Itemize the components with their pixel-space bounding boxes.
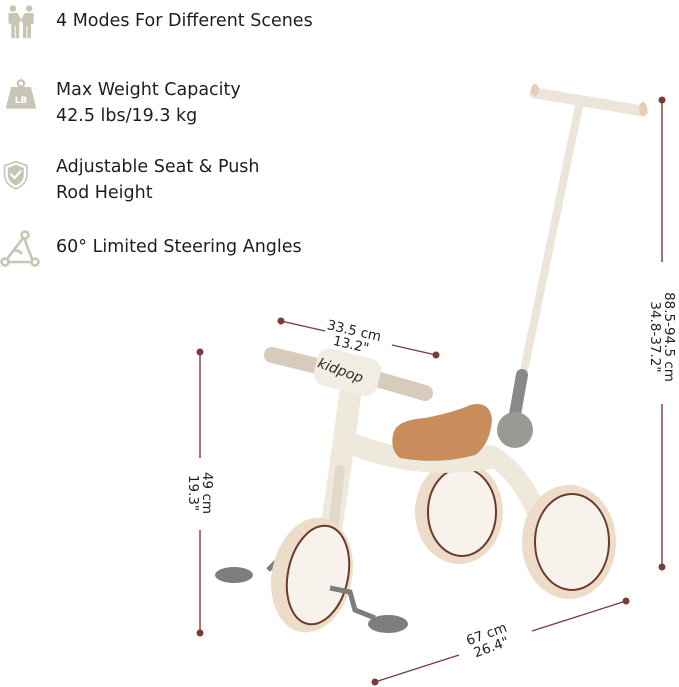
- dimension-handlebar-height: 49 cm 19.3": [185, 463, 215, 523]
- weight-lb-icon: LB: [5, 79, 37, 109]
- feature-modes: 4 Modes For Different Scenes: [0, 2, 313, 42]
- feature-steering: 60° Limited Steering Angles: [0, 229, 302, 269]
- dimension-total-height: 88.5-94.5 cm 34.8-37.2": [647, 287, 677, 387]
- pedal-right: [329, 585, 408, 633]
- feature-text-line: 4 Modes For Different Scenes: [56, 11, 313, 31]
- rear-wheel-left: [415, 460, 503, 564]
- front-wheel: [271, 517, 353, 633]
- weight-lb-label: LB: [15, 96, 28, 106]
- feature-weight-capacity: LB Max Weight Capacity 42.5 lbs/19.3 kg: [0, 78, 241, 126]
- push-rod: [497, 84, 649, 448]
- rear-wheel-right: [522, 485, 616, 599]
- dimension-imperial: 34.8-37.2": [647, 301, 663, 373]
- shield-check-icon: [3, 160, 28, 190]
- feature-adjustable: Adjustable Seat & Push Rod Height: [0, 157, 260, 203]
- feature-text-line: 42.5 lbs/19.3 kg: [56, 106, 198, 126]
- feature-text-line: Adjustable Seat & Push: [56, 157, 260, 177]
- feature-text-line: 60° Limited Steering Angles: [56, 237, 302, 257]
- seat: [392, 404, 492, 461]
- dimension-metric: 49 cm: [199, 471, 215, 515]
- dimension-lines: [196, 96, 666, 686]
- two-people-icon: [8, 5, 34, 39]
- steering-angle-icon: [0, 230, 40, 267]
- dimension-metric: 88.5-94.5 cm: [661, 292, 677, 382]
- feature-text-line: Max Weight Capacity: [56, 80, 241, 100]
- handlebar: kidpop: [264, 347, 433, 401]
- feature-text-line: Rod Height: [56, 183, 153, 203]
- dimension-imperial: 19.3": [185, 474, 201, 512]
